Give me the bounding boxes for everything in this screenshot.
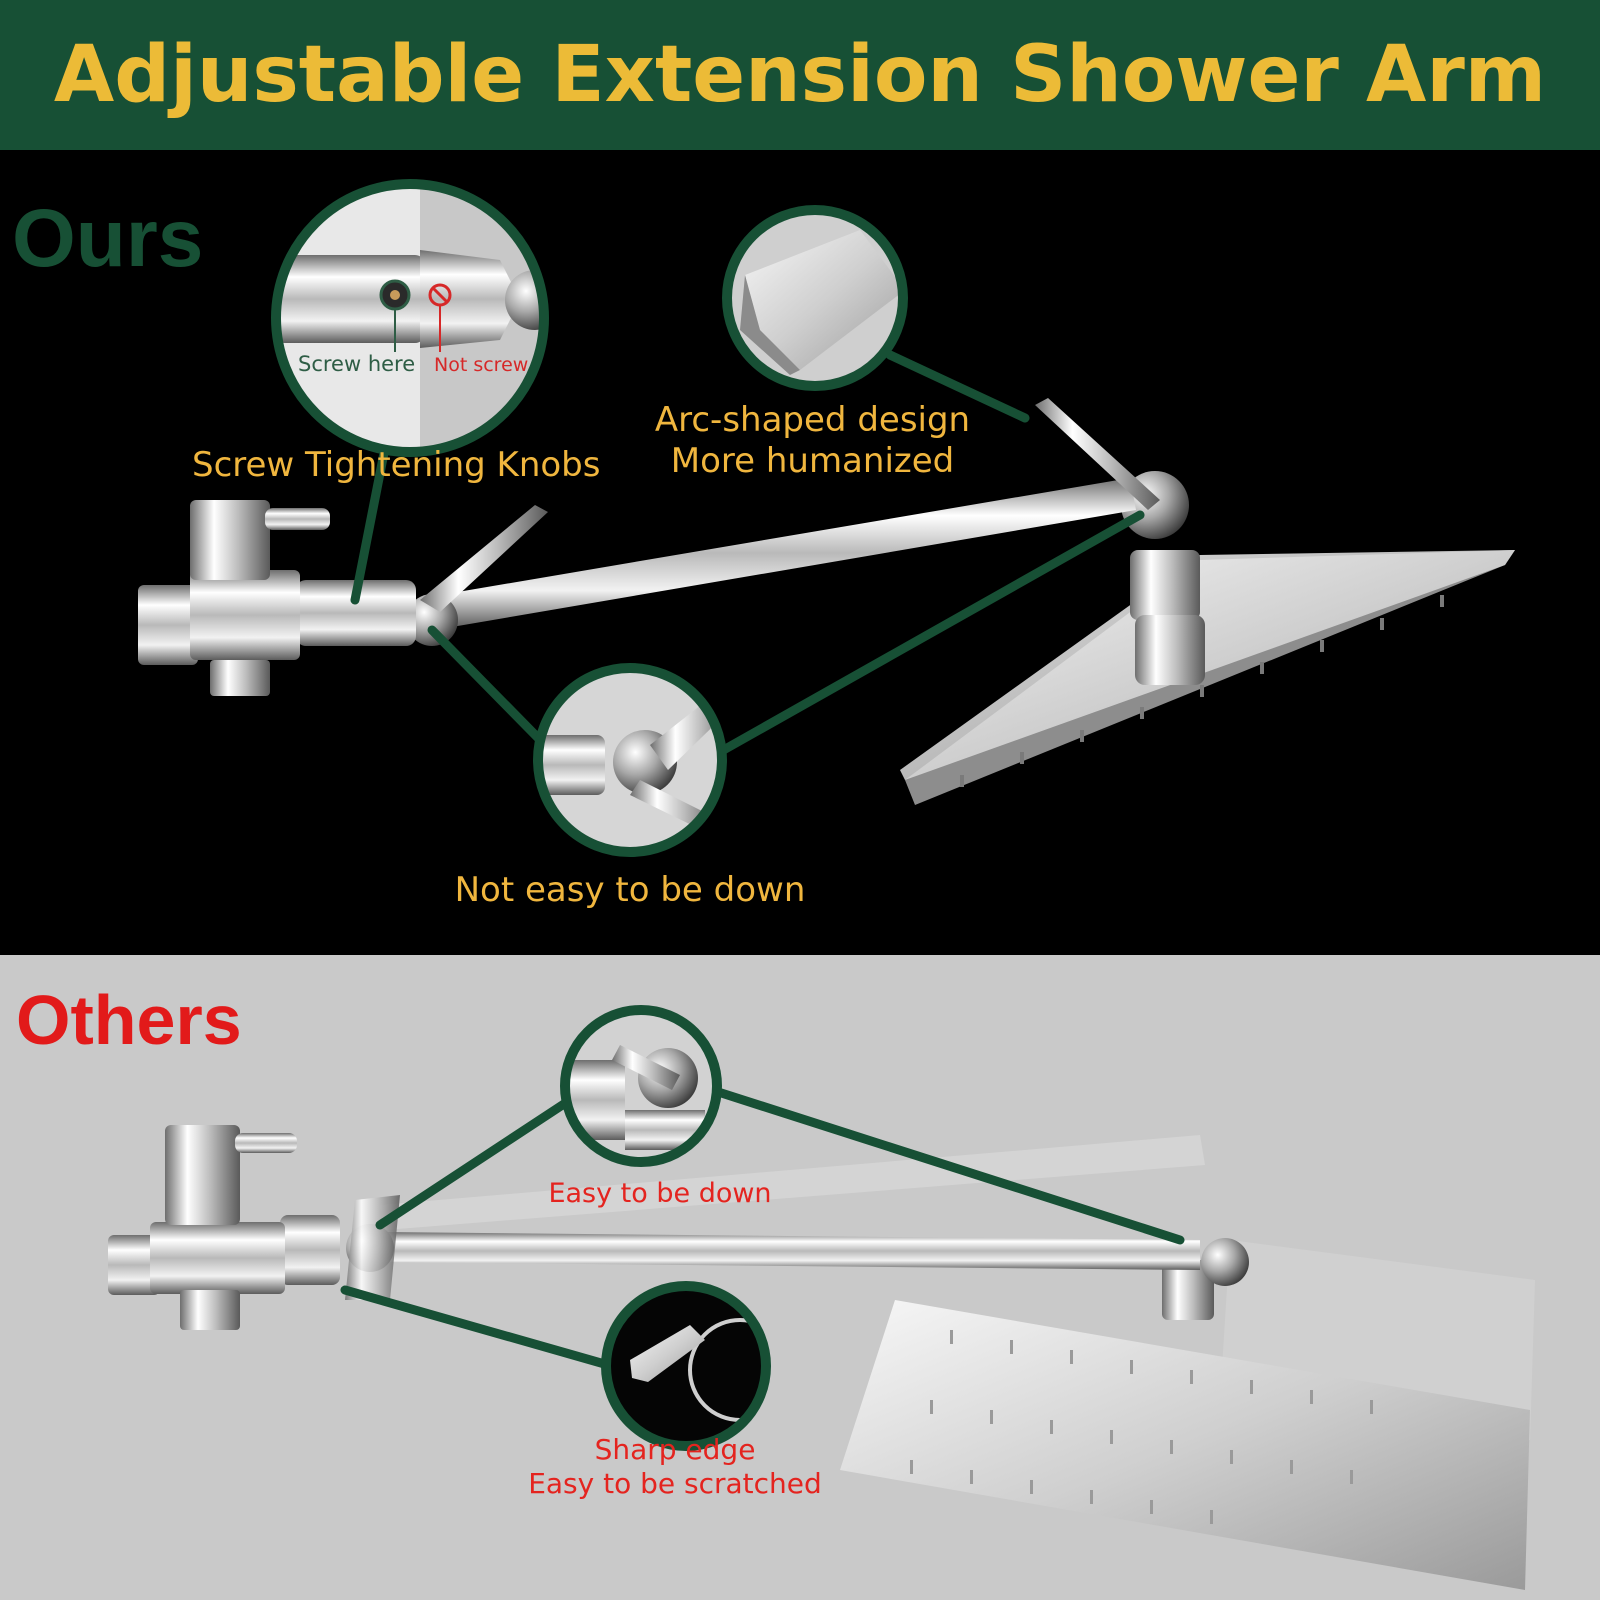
zoom-circle-screw-knobs — [271, 179, 549, 457]
ours-shower-arm — [138, 398, 1515, 805]
sharp-edge-line2: Easy to be scratched — [528, 1466, 822, 1500]
title-banner: Adjustable Extension Shower Arm — [0, 0, 1600, 150]
others-shower-arm — [108, 1125, 1535, 1590]
easy-to-be-down-caption: Easy to be down — [548, 1178, 772, 1209]
zoom-circle-arc-design — [722, 205, 908, 391]
screw-tightening-knobs-caption: Screw Tightening Knobs — [192, 445, 601, 485]
others-section-title: Others — [16, 981, 242, 1059]
not-screw-label: Not screw — [434, 354, 529, 376]
arc-shaped-design-caption: Arc-shaped design More humanized — [640, 400, 985, 482]
arc-caption-line2: More humanized — [670, 440, 955, 481]
banner-title: Adjustable Extension Shower Arm — [53, 30, 1547, 120]
others-callout-lines — [340, 1085, 1185, 1370]
sharp-edge-line1: Sharp edge — [594, 1433, 756, 1466]
zoom-circle-ours-joint — [533, 663, 727, 857]
ours-section-title: Ours — [12, 193, 204, 284]
not-easy-to-be-down-caption: Not easy to be down — [454, 870, 806, 910]
ours-callout-lines — [350, 350, 1145, 757]
zoom-circle-sharp-edge — [601, 1281, 771, 1451]
screw-here-label: Screw here — [298, 352, 416, 376]
arc-caption-line1: Arc-shaped design — [654, 400, 971, 440]
sharp-edge-caption: Sharp edge Easy to be scratched — [520, 1433, 830, 1500]
zoom-circle-others-joint — [560, 1005, 722, 1167]
